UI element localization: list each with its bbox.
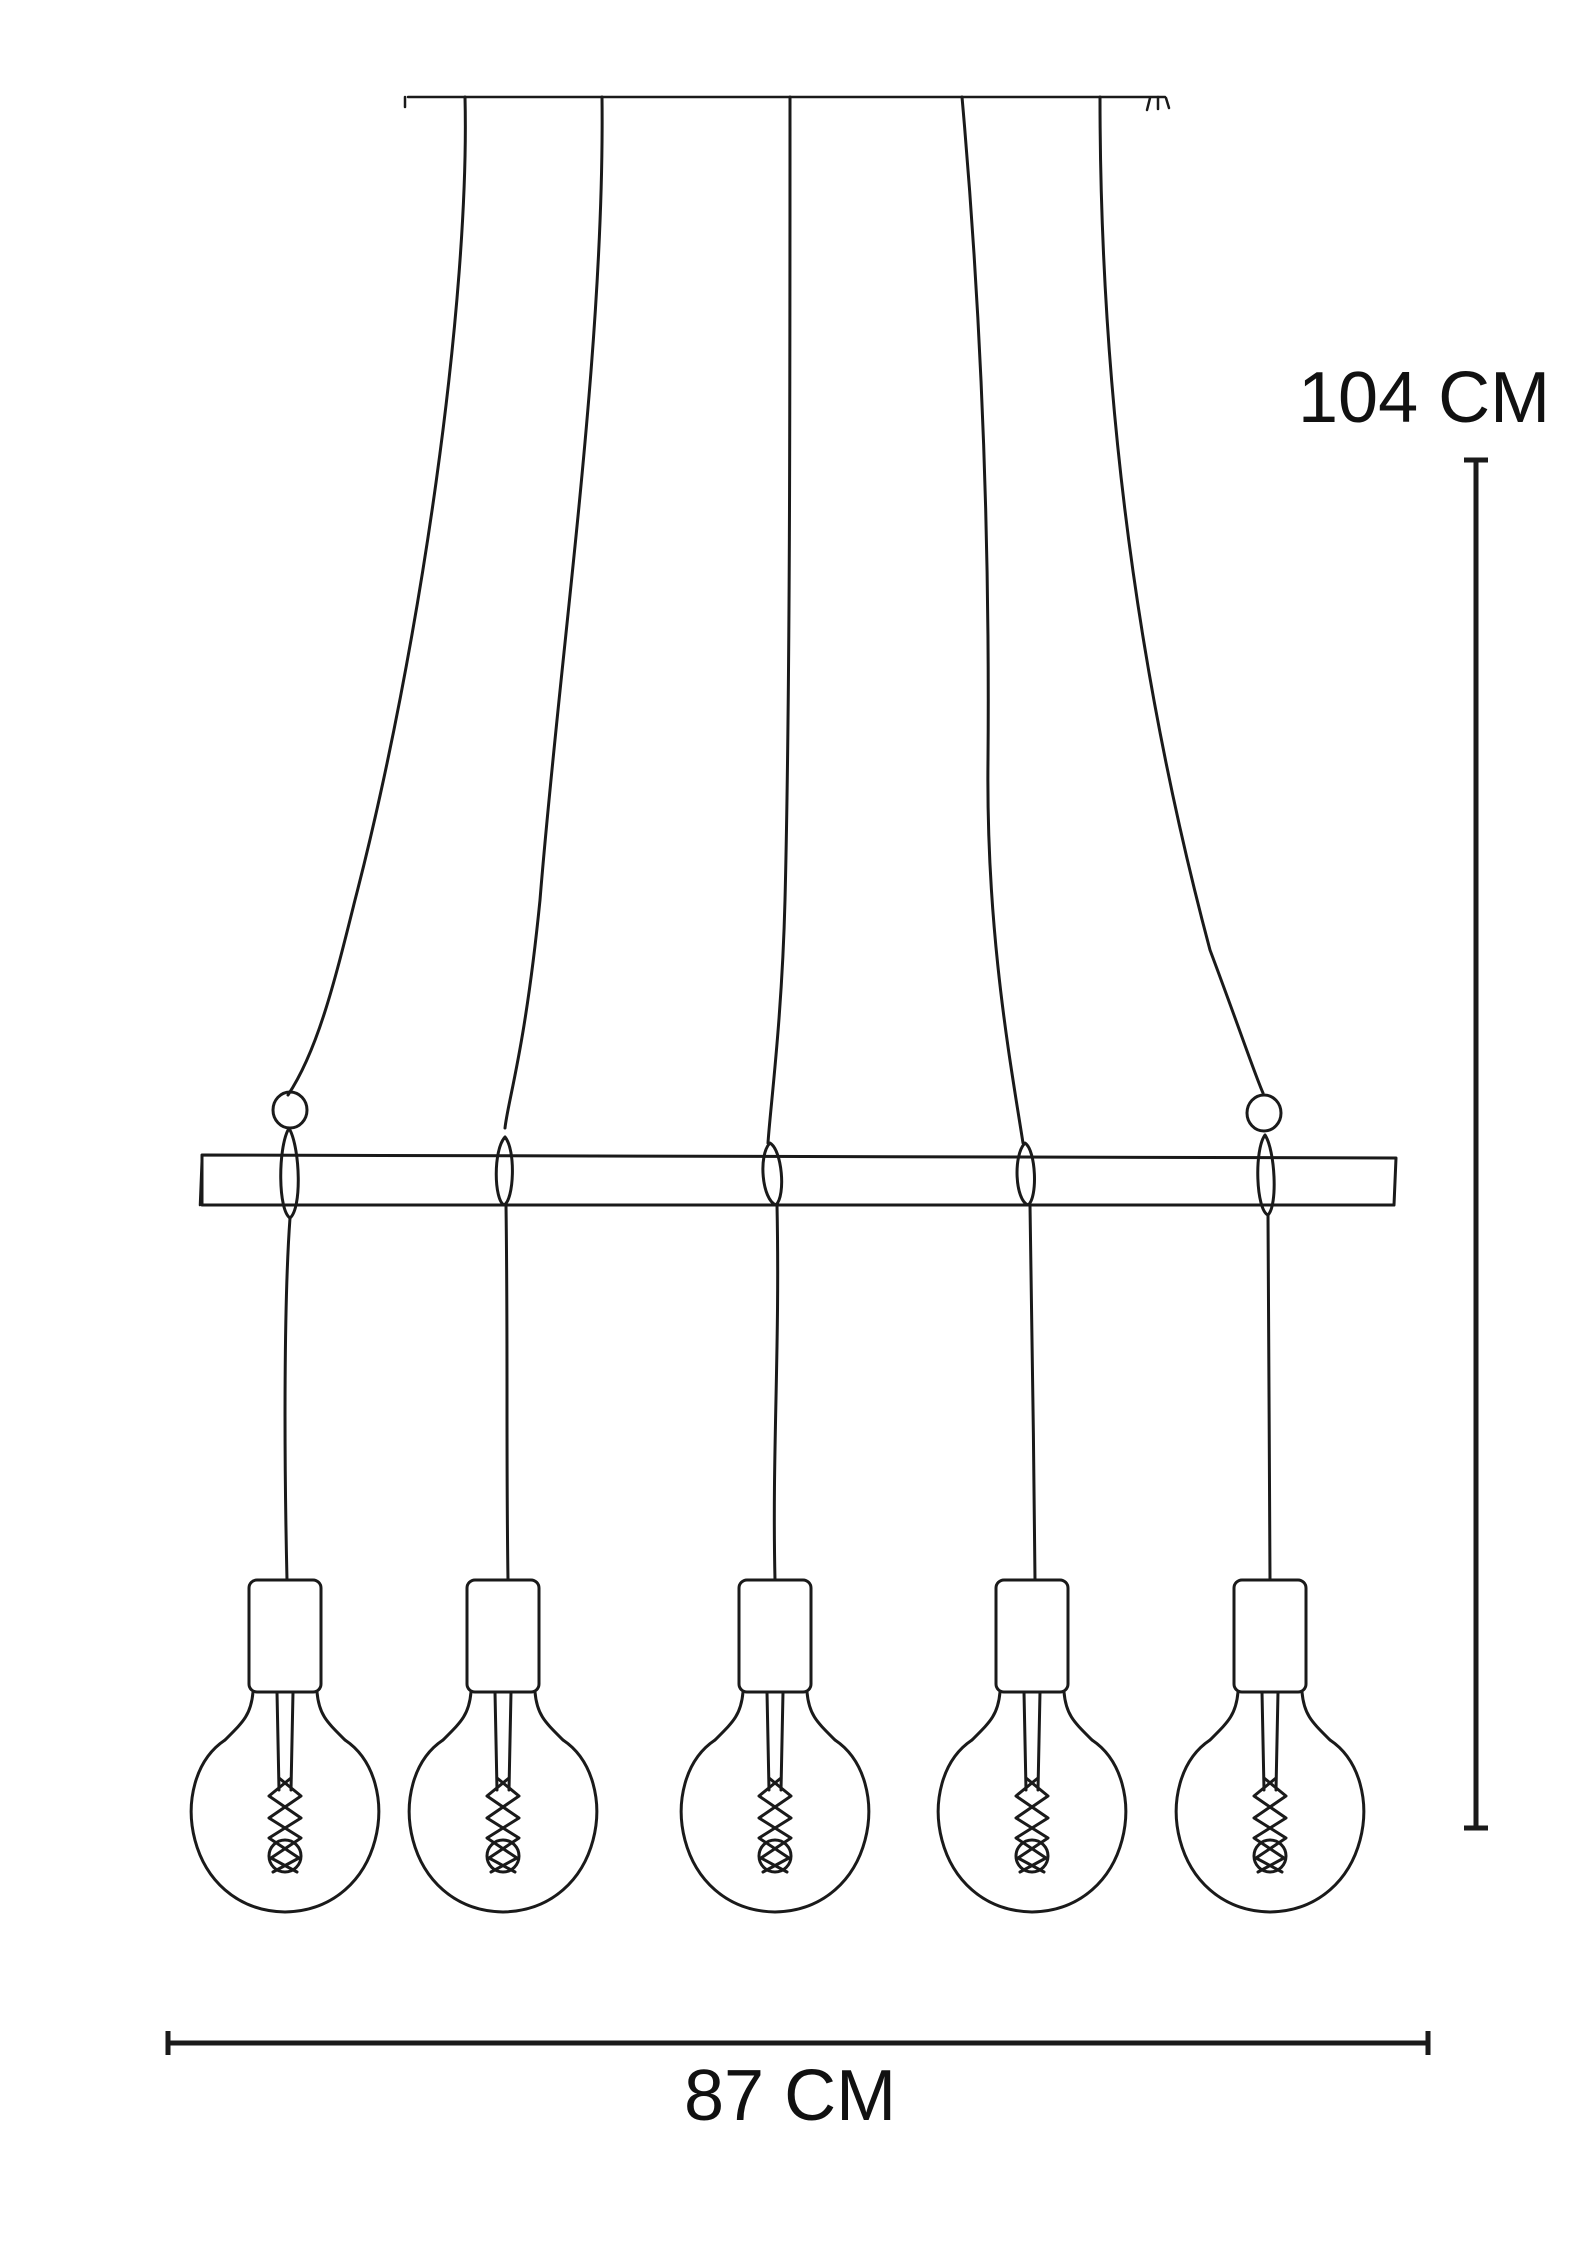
bulb-neck-right-3	[805, 1690, 837, 1742]
drop-cable-4	[1028, 1203, 1037, 1582]
filament-spiral-2	[485, 1776, 521, 1874]
filament-stem-2	[493, 1690, 513, 1792]
filament-base-1	[267, 1838, 303, 1874]
filament-base-4	[1014, 1838, 1050, 1874]
bulb-neck-left-3	[713, 1690, 745, 1742]
bulb-neck-left-5	[1208, 1690, 1240, 1742]
bulb-neck-right-1	[315, 1690, 347, 1742]
cable-1	[286, 95, 467, 1097]
width-dimension-line	[165, 2031, 1431, 2055]
bulb-globe-1	[189, 1738, 381, 1914]
filament-spiral-4	[1014, 1776, 1050, 1874]
loop-4	[1015, 1141, 1036, 1207]
filament-stem-4	[1022, 1690, 1042, 1792]
loop-3	[761, 1141, 784, 1207]
end-rings	[271, 1090, 1283, 1133]
height-dimension-line	[1464, 457, 1488, 1831]
ring-right	[1245, 1093, 1283, 1133]
bulb-globe-2	[407, 1738, 599, 1914]
ring-left	[271, 1090, 309, 1130]
cable-4	[960, 95, 1025, 1145]
bulbs	[189, 1578, 1366, 1914]
filament-base-5	[1252, 1838, 1288, 1874]
bulb-globe-4	[936, 1738, 1128, 1914]
bulb-neck-right-4	[1062, 1690, 1094, 1742]
loop-5	[1256, 1133, 1276, 1217]
width-dimension-label: 87 CM	[684, 2056, 897, 2136]
drop-cables	[283, 1203, 1272, 1582]
wooden-bar	[198, 1153, 1398, 1207]
cable-2	[503, 95, 604, 1130]
height-dimension-label: 104 CM	[1298, 358, 1551, 438]
drop-cable-3	[772, 1203, 780, 1582]
socket-5	[1232, 1578, 1308, 1694]
bulb-neck-left-2	[441, 1690, 473, 1742]
bulb-neck-left-4	[970, 1690, 1002, 1742]
cable-3	[766, 95, 792, 1145]
bulb-neck-right-5	[1300, 1690, 1332, 1742]
filament-stem-3	[765, 1690, 785, 1792]
bulb-globe-3	[679, 1738, 871, 1914]
filament-base-2	[485, 1838, 521, 1874]
loop-2	[494, 1135, 514, 1207]
filament-spiral-5	[1252, 1776, 1288, 1874]
filament-stem-1	[275, 1690, 295, 1792]
pendant-1	[189, 1578, 381, 1914]
bulb-neck-right-2	[533, 1690, 565, 1742]
pendant-3	[679, 1578, 871, 1914]
pendant-5	[1174, 1578, 1366, 1914]
filament-base-3	[757, 1838, 793, 1874]
pendant-2	[407, 1578, 599, 1914]
socket-1	[247, 1578, 323, 1694]
bulb-neck-left-1	[223, 1690, 255, 1742]
socket-3	[737, 1578, 813, 1694]
cable-5	[1098, 95, 1265, 1095]
drop-cable-2	[504, 1203, 510, 1582]
filament-spiral-3	[757, 1776, 793, 1874]
suspension-cables	[286, 95, 1265, 1145]
filament-spiral-1	[267, 1776, 303, 1874]
ceiling-canopy	[403, 95, 1171, 112]
bulb-globe-5	[1174, 1738, 1366, 1914]
drop-cable-5	[1266, 1213, 1272, 1582]
pendant-4	[936, 1578, 1128, 1914]
socket-4	[994, 1578, 1070, 1694]
filament-stem-5	[1260, 1690, 1280, 1792]
socket-2	[465, 1578, 541, 1694]
drop-cable-1	[283, 1216, 292, 1582]
